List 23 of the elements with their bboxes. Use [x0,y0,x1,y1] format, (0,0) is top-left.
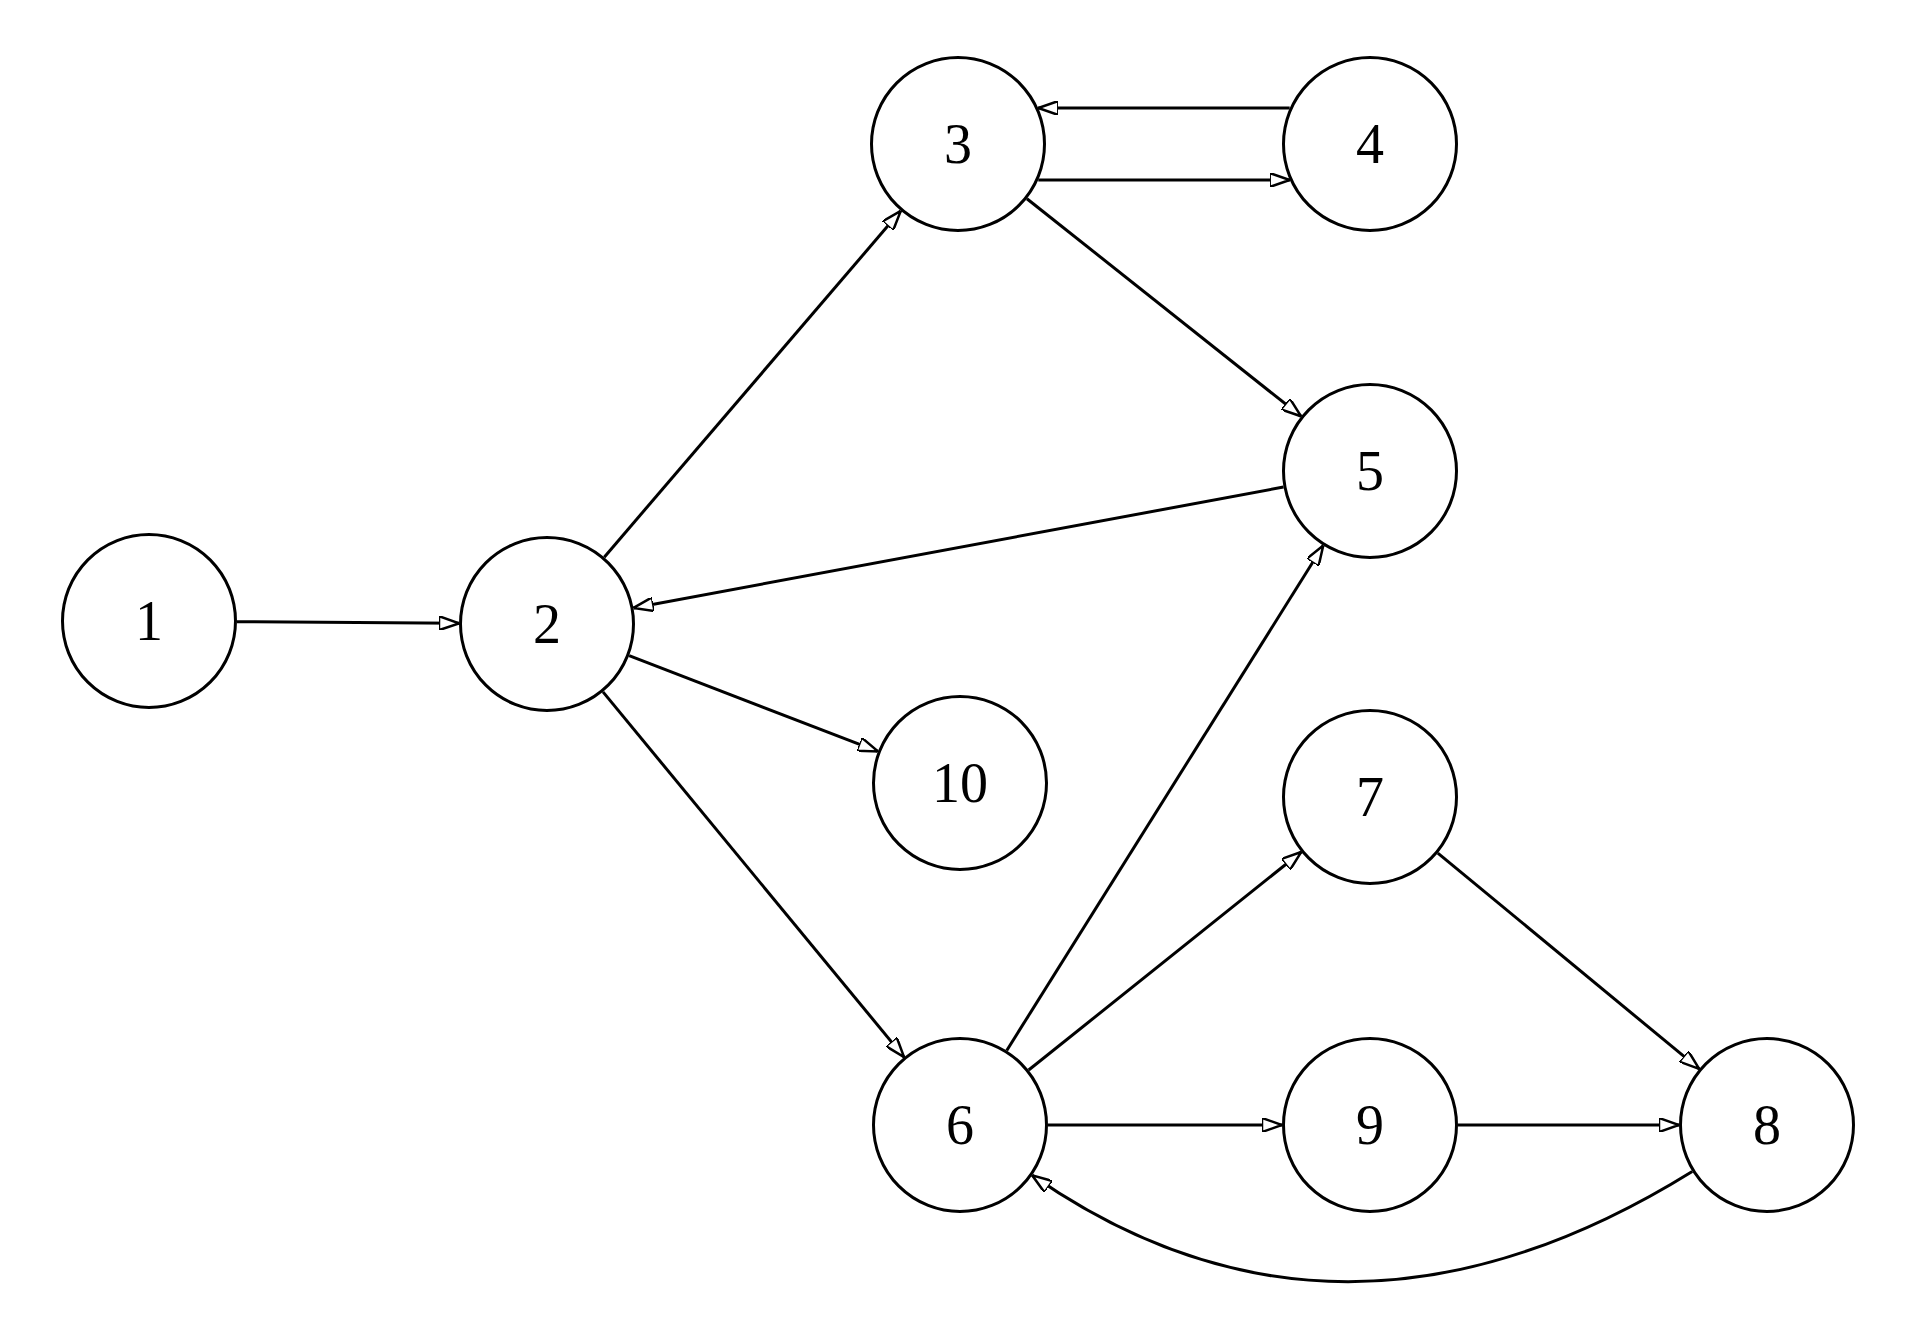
arrow [601,690,906,1059]
arrow [628,654,880,753]
node-label: 5 [1356,443,1384,499]
arrow [1048,1116,1284,1134]
node-label: 7 [1356,769,1384,825]
arrow [1436,851,1701,1071]
arrow [1037,99,1290,117]
node-label: 8 [1753,1097,1781,1153]
arrow [1030,1170,1693,1284]
node-label: 3 [944,116,972,172]
arrow [1458,1116,1681,1134]
arrow [1038,171,1291,189]
arrow [1027,850,1303,1072]
node-label: 2 [533,596,561,652]
node-label: 10 [932,755,988,811]
arrow [237,614,461,632]
arrow [1005,544,1325,1052]
arrow [603,209,902,559]
node-label: 4 [1356,116,1384,172]
node-label: 6 [946,1097,974,1153]
node-label: 9 [1356,1097,1384,1153]
node-label: 1 [135,593,163,649]
arrow [1026,197,1303,418]
